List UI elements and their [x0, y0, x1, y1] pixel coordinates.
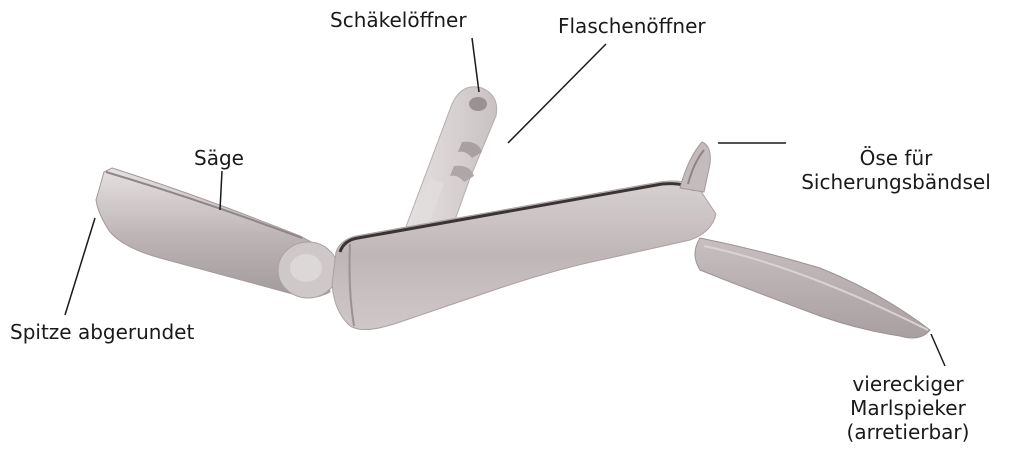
label-marlspieker: viereckiger Marlspieker (arretierbar)	[808, 372, 1008, 444]
label-oese-line2: Sicherungsbändsel	[786, 170, 1006, 194]
knife-handle	[332, 181, 716, 330]
leader-spitze	[65, 218, 95, 315]
label-spitze: Spitze abgerundet	[10, 320, 194, 344]
marlinspike	[695, 238, 930, 338]
label-schaekeloeffner: Schäkelöffner	[330, 8, 467, 32]
label-oese-line1: Öse für	[786, 146, 1006, 170]
label-oese: Öse für Sicherungsbändsel	[786, 146, 1006, 194]
label-flaschenoeffner: Flaschenöffner	[558, 14, 706, 38]
leader-schaekeloeffner	[472, 38, 479, 92]
lanyard-eyelet	[680, 142, 710, 192]
label-marlspieker-line2: Marlspieker	[808, 396, 1008, 420]
label-marlspieker-line1: viereckiger	[808, 372, 1008, 396]
label-marlspieker-line3: (arretierbar)	[808, 420, 1008, 444]
leader-flaschenoeffner	[508, 44, 606, 143]
leader-saege	[220, 171, 222, 210]
leader-marlspieker	[931, 334, 945, 366]
pivot-joint	[278, 242, 338, 298]
label-saege: Säge	[194, 146, 244, 170]
